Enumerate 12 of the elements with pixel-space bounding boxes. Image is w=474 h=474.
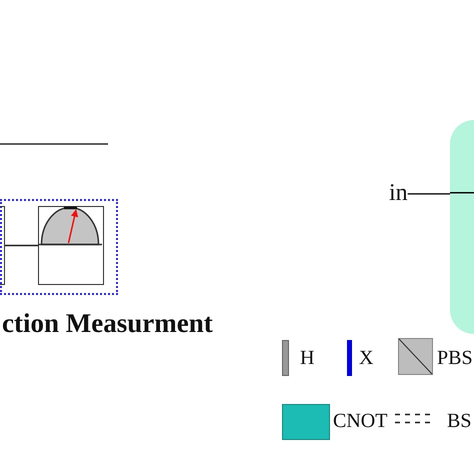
- connector-line: [5, 244, 38, 246]
- port-label: in: [389, 180, 408, 208]
- connector-line: [408, 193, 450, 195]
- legend-label: X: [359, 346, 374, 370]
- meter-box: [38, 206, 104, 285]
- gate-box: [450, 120, 474, 334]
- legend-label: H: [300, 346, 314, 370]
- gate-box: [0, 206, 5, 285]
- legend-label: BS: [447, 410, 472, 433]
- group-title: ction Measurment: [2, 308, 213, 340]
- legend-label: PBS: [437, 346, 473, 370]
- legend-label: CNOT: [333, 410, 388, 433]
